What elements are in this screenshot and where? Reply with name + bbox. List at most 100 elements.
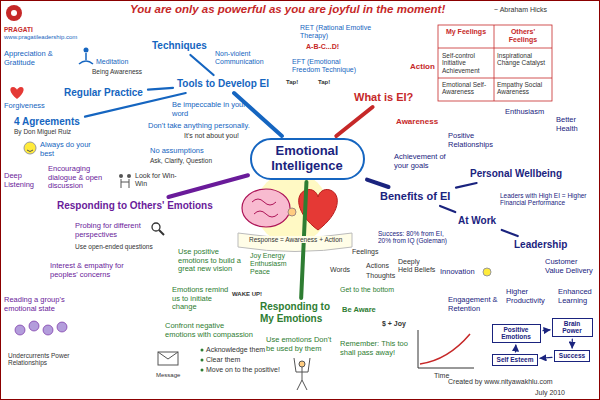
connector — [336, 107, 372, 136]
note: Awareness — [396, 117, 438, 126]
note: Non-violent Communication — [215, 50, 275, 66]
note: Innovation — [440, 268, 475, 277]
title: You are only as powerful as you are joyf… — [130, 3, 445, 16]
note: Enhanced Learning — [558, 288, 596, 305]
note: Ask, Clarify, Question — [150, 157, 212, 164]
note: www.pragatileadership.com — [4, 34, 77, 41]
group-heads — [15, 321, 67, 335]
note: Customer Value Delivery — [545, 258, 595, 275]
heart-icon — [10, 87, 23, 99]
cycle-box: Success — [554, 350, 590, 362]
note: PRAGATI — [4, 26, 33, 33]
node-title: Success — [558, 352, 586, 359]
connector — [515, 345, 517, 352]
note: Acknowledge them — [206, 346, 265, 354]
connector — [540, 357, 552, 359]
branch-topic: Tools to Develop EI — [175, 77, 273, 91]
note: Empathy Social Awareness — [497, 81, 549, 96]
node-title: Regular Practice — [64, 87, 144, 99]
note: No assumptions — [150, 147, 204, 156]
note: Emotions remind us to initiate change — [172, 286, 230, 312]
note: Use positive emotions to build a great n… — [178, 248, 248, 274]
note: Clear them — [206, 356, 240, 364]
branch-topic: Responding to My Emotions — [258, 300, 343, 325]
node-title: Responding to Others' Emotions — [57, 200, 214, 212]
branch-topic: Regular Practice — [62, 86, 146, 100]
node-title: Emotional Intelligence — [261, 144, 353, 174]
cycle-box: Brain Power — [552, 318, 593, 337]
note: Get to the bottom — [340, 286, 394, 294]
note: Remember: This too shall pass away! — [340, 340, 412, 357]
node-title: Self Esteem — [496, 356, 534, 363]
magnifier-handle — [159, 230, 164, 235]
note: It's not about you! — [184, 132, 239, 140]
note: Be impeccable in your word — [172, 101, 247, 118]
node-title: Responding to My Emotions — [260, 301, 340, 324]
handshake — [288, 208, 296, 216]
branch-topic: Personal Wellbeing — [468, 167, 566, 181]
note: Actions — [366, 262, 389, 270]
note: Interest & empathy for peoples' concerns — [50, 262, 130, 279]
logo — [6, 5, 22, 21]
puppet-head — [299, 361, 305, 367]
note: RET (Rational Emotive Therapy) — [300, 24, 375, 40]
person-icon — [119, 174, 123, 178]
note: Time — [434, 372, 449, 380]
note: Thoughts — [366, 272, 395, 280]
note: WAKE UP! — [232, 291, 262, 298]
note: Engagement & Retention — [448, 296, 503, 313]
connector — [543, 329, 550, 331]
chart-axes — [418, 330, 474, 368]
brain — [242, 189, 290, 227]
note: Action — [410, 62, 435, 71]
note: Enthusiasm — [505, 108, 544, 117]
note: EFT (Emotional Freedom Technique) — [292, 58, 364, 74]
lightbulb-icon — [483, 268, 491, 276]
smiley-mouth — [27, 150, 33, 152]
ei-table — [438, 25, 552, 101]
node-title: 4 Agreements — [14, 116, 81, 128]
note: Deeply Held Beliefs — [398, 258, 436, 274]
brain-folds — [252, 199, 278, 217]
person-bodies — [121, 179, 129, 188]
logo-dot — [11, 10, 17, 16]
note: Reading a group's emotional state — [4, 296, 76, 313]
cycle-box: Self Esteem — [492, 354, 538, 366]
branch-topic: Techniques — [150, 39, 210, 53]
bullets — [201, 349, 204, 372]
connector — [440, 206, 455, 212]
puppet-figure — [294, 358, 310, 390]
meditation-figure — [79, 53, 93, 64]
branch-topic: 4 AgreementsBy Don Miguel Ruiz — [12, 115, 83, 136]
note: Use open-ended questions — [75, 243, 153, 250]
note: Higher Productivity — [506, 288, 552, 305]
note: ~ Abraham Hicks — [494, 6, 547, 14]
branch-topic: What is EI? — [352, 90, 417, 105]
node-title: Personal Wellbeing — [470, 168, 564, 180]
note: Message — [156, 372, 180, 379]
note: Tap! — [318, 79, 330, 86]
node-title: Brain Power — [556, 320, 588, 335]
note: Positive Relationships — [448, 132, 503, 149]
note: Others' Feelings — [497, 28, 549, 44]
node-title: What is EI? — [354, 91, 415, 104]
note: Move on to the positive! — [206, 366, 280, 374]
branch-topic: At Work — [456, 214, 500, 228]
ribbon — [238, 233, 352, 252]
note: Probing for different perspectives — [75, 222, 147, 239]
person-icon — [127, 174, 131, 178]
note: Look for Win-Win — [135, 172, 177, 188]
central-topic: Emotional Intelligence — [250, 138, 365, 180]
note: Always do your best — [40, 141, 92, 158]
meditation-head — [84, 48, 89, 53]
note: Appreciation & Gratitude — [4, 50, 66, 67]
note: Undercurrents Power Relationships — [8, 352, 70, 367]
connector — [168, 175, 248, 197]
note: Emotional Self-Awareness — [442, 81, 490, 96]
node-title: Benefits of EI — [380, 190, 452, 203]
node-subtitle: By Don Miguel Ruiz — [14, 128, 81, 135]
note: A-B-C...D! — [306, 43, 339, 51]
note: Success: 80% from EI, 20% from IQ (Golem… — [378, 230, 452, 245]
connector — [572, 339, 573, 348]
